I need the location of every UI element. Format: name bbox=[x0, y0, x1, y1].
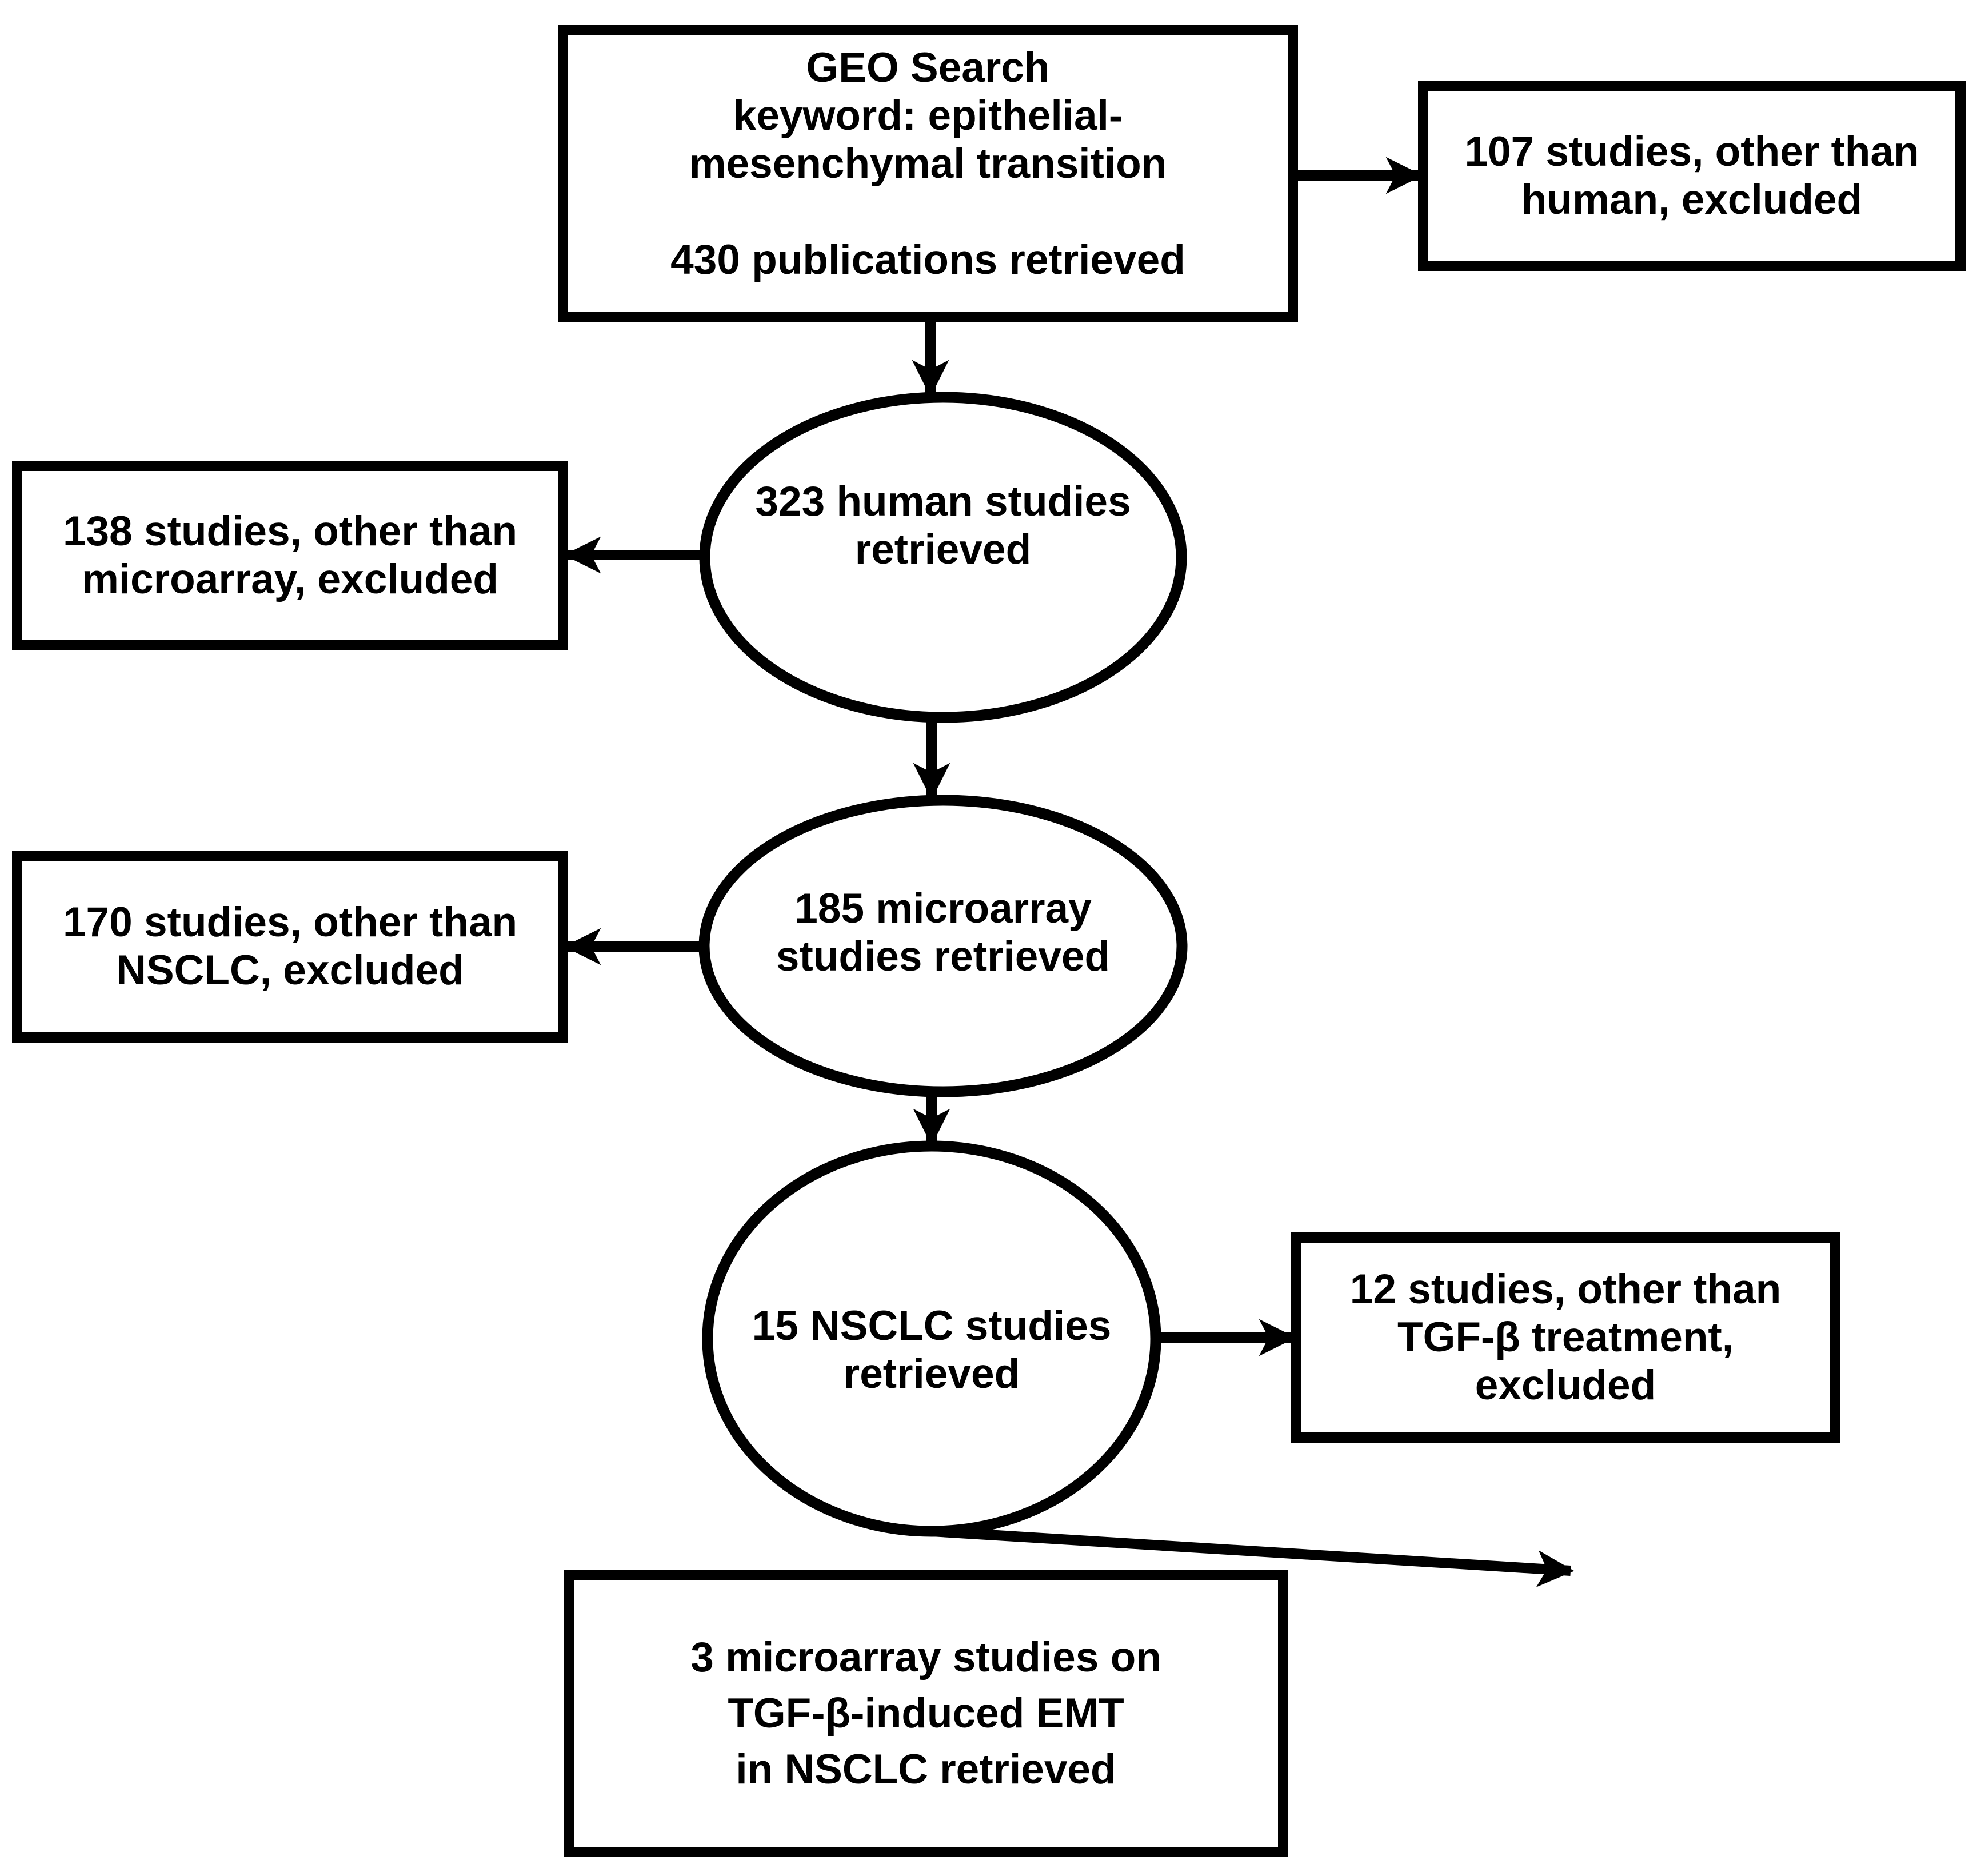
node-excluded-non-nsclc-label: 170 studies, other than NSCLC, excluded bbox=[62, 899, 518, 993]
edge-nsclc-to-final bbox=[931, 1526, 1575, 1587]
node-geo-search-label: GEO Search keyword: epithelial- mesenchy… bbox=[670, 44, 1185, 283]
node-excluded-non-human-label: 107 studies, other than human, excluded bbox=[1464, 128, 1919, 223]
node-excluded-non-human-shape bbox=[1418, 81, 1966, 271]
node-final-retrieved-shape bbox=[564, 1570, 1288, 1857]
node-human-studies-label: 323 human studies retrieved bbox=[755, 478, 1131, 573]
node-nsclc-studies-label: 15 NSCLC studies retrieved bbox=[752, 1303, 1112, 1397]
node-excluded-non-tgfb-shape bbox=[1291, 1232, 1840, 1443]
node-excluded-non-microarray-shape bbox=[12, 461, 568, 650]
node-excluded-non-microarray-label: 138 studies, other than microarray, excl… bbox=[62, 508, 518, 602]
node-final-retrieved-label: 3 microarray studies on TGF-β-induced EM… bbox=[690, 1634, 1161, 1793]
node-excluded-non-nsclc-shape bbox=[12, 851, 568, 1043]
node-microarray-studies-label: 185 microarray studies retrieved bbox=[776, 885, 1111, 980]
node-excluded-non-tgfb-label: 12 studies, other than TGF-β treatment, … bbox=[1349, 1266, 1782, 1408]
node-geo-search-shape bbox=[558, 25, 1298, 322]
